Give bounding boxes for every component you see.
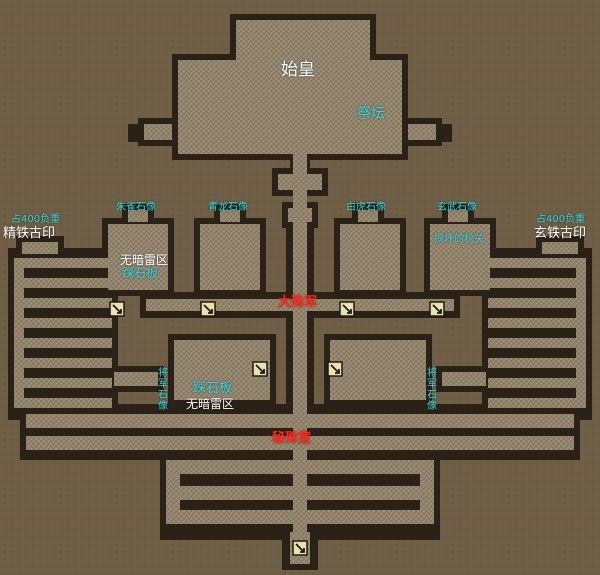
general-statue-right-label: 将军石像: [427, 368, 437, 412]
mechanism-switch-icon[interactable]: [109, 301, 125, 317]
altar-label: 祭坛: [357, 106, 385, 122]
seal-left-label: 精铁古印: [3, 226, 56, 241]
seal-right-label: 玄铁古印: [534, 226, 587, 241]
broken-mechanism-label: 损坏的机关: [434, 234, 484, 245]
mechanism-switch-icon[interactable]: [429, 301, 445, 317]
mechanism-switch-icon[interactable]: [327, 361, 343, 377]
no-trap-bottom-label: 无暗雷区: [186, 397, 235, 411]
statue-qinglong-label: 青龙石像: [208, 202, 248, 213]
zone-top-label: 大殊军: [278, 295, 318, 310]
emperor-label: 始皇: [281, 60, 315, 80]
statue-zhuque-label: 朱雀石像: [116, 202, 156, 213]
mechanism-switch-icon[interactable]: [252, 361, 268, 377]
mechanism-switch-icon[interactable]: [200, 301, 216, 317]
general-statue-left-label: 将军石像: [158, 368, 168, 412]
weight-left-label: 占400负重: [11, 214, 61, 225]
statue-xuanwu-label: 玄武石像: [437, 202, 477, 213]
step-plate-bottom-label: 踩石板: [193, 381, 233, 396]
zone-bottom-label: 秘殊室: [272, 431, 312, 446]
floors: [22, 20, 578, 564]
weight-right-label: 占400负重: [536, 214, 586, 225]
no-trap-top-label: 无暗雷区: [120, 253, 169, 267]
entrance-icon[interactable]: [292, 540, 308, 556]
step-plate-top-label: 踩石板: [122, 266, 159, 280]
statue-baihu-label: 白虎石像: [346, 202, 386, 213]
side-maze-corridors: [14, 258, 586, 408]
mechanism-switch-icon[interactable]: [339, 301, 355, 317]
